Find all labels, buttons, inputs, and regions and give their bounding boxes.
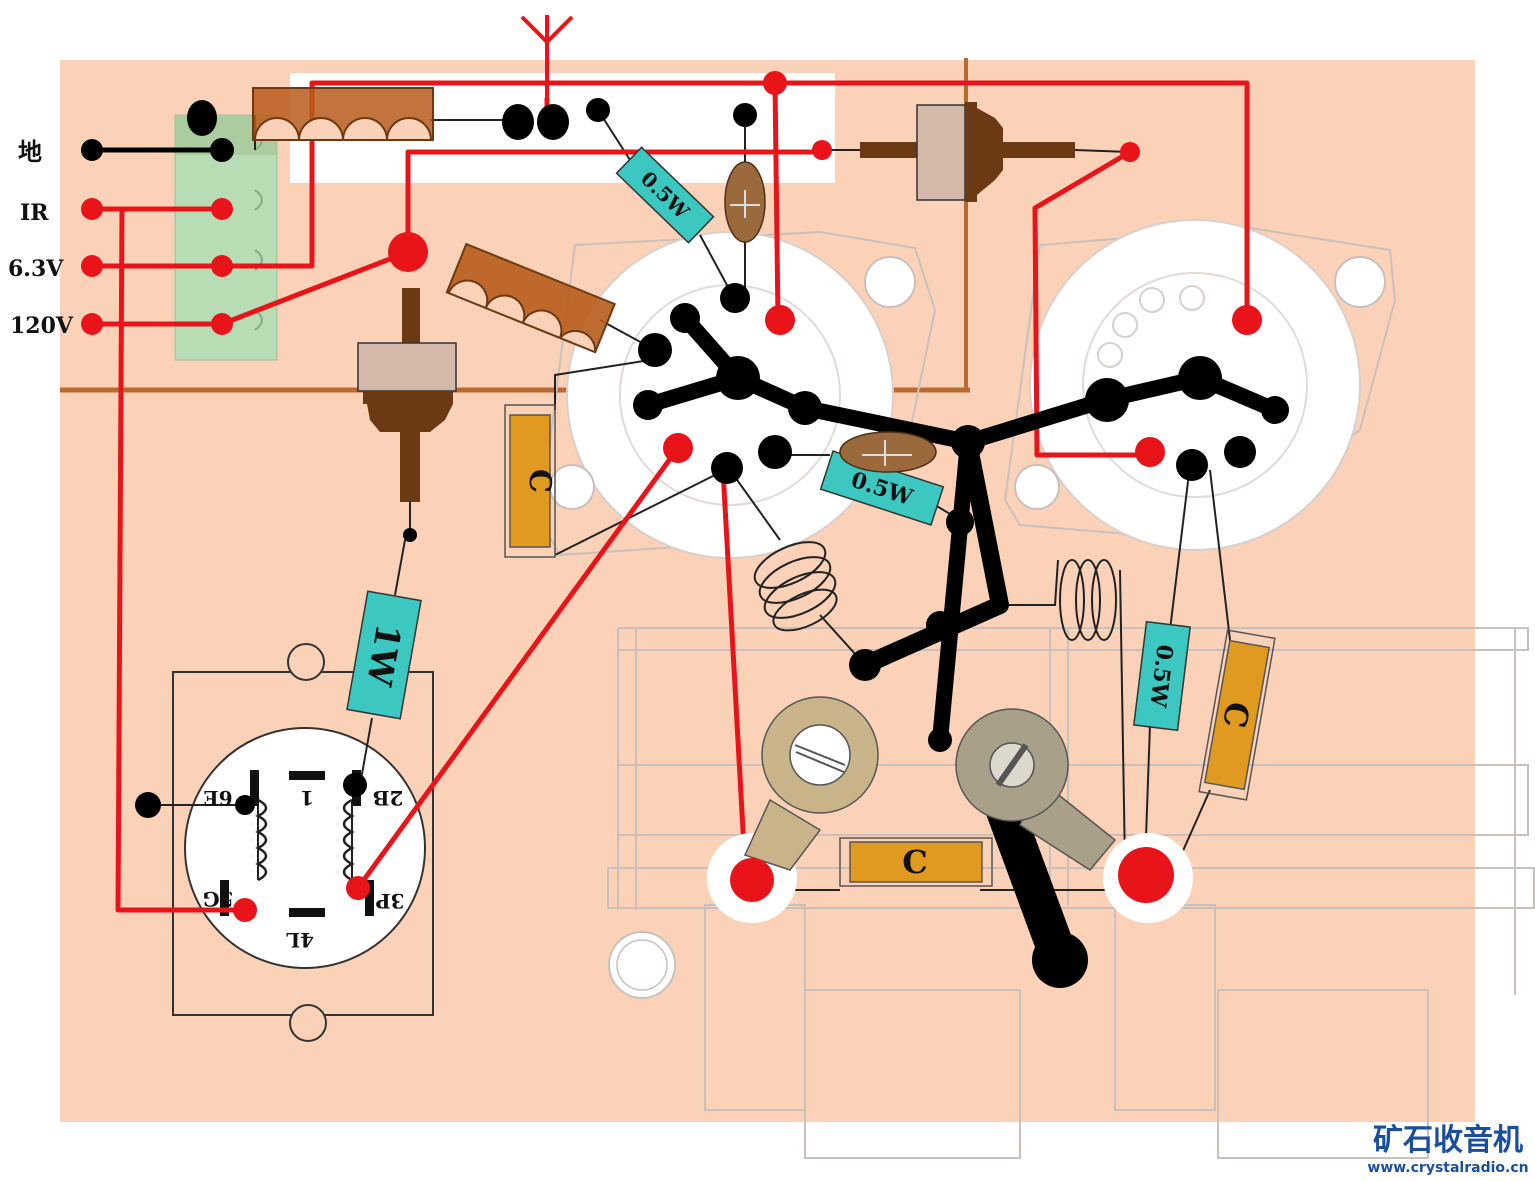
label-ground: 地 — [18, 137, 42, 166]
disc-capacitor-mid — [839, 431, 937, 473]
resistor-mid: 0.5W — [819, 450, 945, 526]
pin-1: 1 — [300, 786, 314, 810]
transformer-pin-labels: 6E 1 2B 5G 3P 4L — [203, 786, 405, 952]
pin-6e: 6E — [203, 786, 232, 810]
pin-3p: 3P — [376, 889, 405, 913]
chassis-hole — [608, 931, 676, 999]
pin-4l: 4L — [286, 928, 314, 952]
label-ir: IR — [20, 200, 49, 226]
chassis-hole-inner — [616, 939, 668, 991]
watermark-url: www.crystalradio.cn — [1367, 1160, 1528, 1176]
resistor-1w: 1W — [346, 590, 422, 720]
capacitor-left-label: C — [522, 469, 557, 493]
watermark-title: 矿石收音机 — [1373, 1123, 1523, 1158]
left-notch — [0, 180, 60, 390]
resistor-right: 0.5W — [1132, 620, 1192, 732]
capacitor-right: C — [1198, 629, 1276, 801]
black-solder-points — [81, 98, 1289, 988]
pin-2b: 2B — [373, 786, 404, 810]
red-wiring — [92, 80, 1250, 913]
oscillator-coil — [445, 242, 616, 354]
label-6v3: 6.3V — [8, 256, 64, 282]
pin-5g: 5G — [203, 887, 234, 911]
capacitor-bottom-label: C — [902, 843, 927, 881]
volume-potentiometer — [860, 102, 1075, 202]
tuning-potentiometer — [357, 288, 457, 502]
spring-coil-right — [1059, 559, 1117, 641]
red-solder-points — [81, 71, 1262, 922]
capacitor-left: C — [504, 404, 557, 558]
antenna-coil — [252, 87, 434, 141]
disc-capacitor-top — [724, 161, 766, 243]
label-120v: 120V — [10, 313, 74, 339]
spring-coil-left — [753, 541, 838, 632]
capacitor-bottom: C — [839, 837, 993, 887]
lug-left — [707, 696, 879, 923]
